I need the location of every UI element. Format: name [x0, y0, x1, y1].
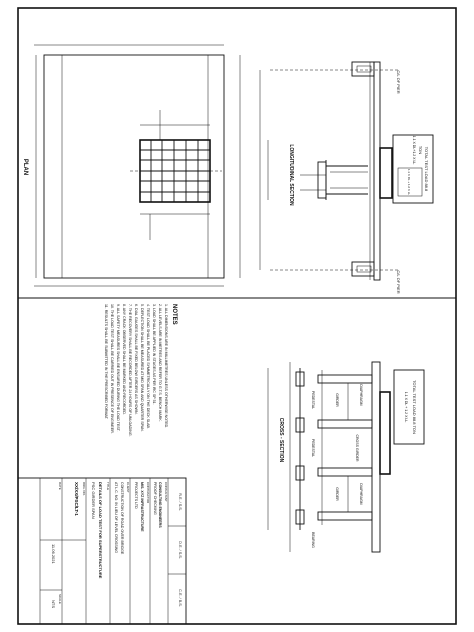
cross-label-girder: GIRDER	[335, 393, 339, 407]
plan-title: PLAN	[22, 159, 28, 175]
consultant-line-2: PROOF CHECKING	[153, 482, 157, 515]
drawing-title-label: TITLE	[106, 482, 110, 490]
contractor-label: CONTRACTOR	[146, 482, 150, 504]
drg-no-label: DRG. NO.	[82, 482, 86, 496]
plan-view: PLAN	[22, 44, 241, 287]
cross-dial-gauges	[295, 368, 305, 530]
load-box-line-1: TOTAL TEST LOAD 88.8	[424, 147, 429, 192]
note-9: 9. ALL SAFETY MEASURES SHALL BE ENSURED …	[116, 304, 120, 432]
rev-cell-1: R.E. / S.S.	[178, 493, 182, 511]
date-label: DATE	[58, 482, 62, 490]
cross-label-pedestal-2: PEDESTAL	[311, 439, 315, 457]
consultant-line-1: CONSULTING ENGINEERS	[158, 482, 162, 528]
consultant-label: CONSULTANT	[164, 482, 168, 502]
dial-gauge-stand	[317, 160, 368, 200]
note-4: 4. TEST LOAD SHALL BE PLACED SYMMETRICAL…	[146, 304, 150, 429]
title-block: R.E. / S.S. D.E. / S.S. C.E. / B.S. CONS…	[17, 477, 187, 625]
pier-cap-top	[351, 61, 375, 77]
load-box-line-3: 1.1 X DL+1.2 X LL	[412, 136, 416, 165]
test-load-block	[379, 147, 393, 199]
cross-label-diaphragm: DIAPHRAGM	[359, 384, 363, 405]
note-2: 2. ALL LEVELS ARE IN METRES AND REFER TO…	[158, 304, 162, 422]
cross-label-diaphragm-2: DIAPHRAGM	[359, 483, 363, 504]
note-6: 6. DIAL GAUGES SHALL BE FIXED BELOW GIRD…	[134, 304, 138, 415]
cross-load-box	[393, 369, 425, 445]
cross-label-pedestal: PEDESTAL	[311, 391, 315, 409]
cross-label-bearing: BEARING	[311, 532, 315, 548]
note-8: 8. ANY CRACK OBSERVED SHALL BE MARKED AN…	[122, 304, 126, 415]
drg-no-value: XX/XX/PSC/LT-1	[74, 482, 79, 516]
note-3: 3. LOAD SHALL BE APPLIED IN STAGES AS PE…	[152, 304, 156, 405]
cross-load-box-line-2: 1.1 X DL + 1.2 X LL	[404, 392, 408, 423]
note-11: 11. RESULTS SHALL BE SUBMITTED IN THE PR…	[104, 304, 108, 420]
drawing-title-line-2: PSC GIRDER SPAN	[91, 482, 96, 519]
note-5: 5. DEFLECTION SHALL BE MEASURED AT MID S…	[140, 304, 144, 432]
girders	[317, 370, 373, 525]
client-label: CLIENT	[126, 482, 130, 493]
scale-label: SCALE	[58, 594, 62, 604]
note-10: 10. THE LOAD TEST SHALL BE CARRIED OUT I…	[110, 304, 114, 434]
pier-cap-bottom-inner	[356, 265, 372, 273]
cross-label-girder-2: GIRDER	[335, 487, 339, 501]
title-block-frame	[17, 477, 187, 625]
longitudinal-section: C/L OF PIER C/L OF PIER TOTAL TEST LOAD …	[259, 61, 434, 294]
notes-title: NOTES	[171, 304, 177, 325]
client-line-1: CONSTRUCTION OF ROAD OVER BRIDGE	[120, 482, 124, 555]
pier-cap-top-inner	[356, 65, 372, 73]
client-line-2: AT L.C. NO. IN LIEU OF LEVEL CROSSING	[114, 482, 118, 553]
note-7: 7. THE RECOVERY SHALL BE RECORDED AFTER …	[128, 304, 132, 437]
notes-block: NOTES 1. ALL DIMENSIONS ARE IN MILLIMETR…	[104, 304, 177, 437]
sheet-border	[17, 7, 457, 625]
girder-deck	[373, 61, 381, 281]
pier-cap-bottom	[351, 261, 375, 277]
cross-label-cross-girder: CROSS GIRDER	[355, 434, 359, 462]
inner-load-box	[397, 167, 423, 197]
contractor-line-1: M/S. XYZ INFRASTRUCTURE	[140, 482, 144, 532]
load-box-line-2: TON	[418, 146, 423, 154]
contractor-line-2: PROJECTS LTD	[134, 482, 138, 509]
cross-section: TOTAL TEST LOAD 88.8 TON 1.1 X DL + 1.2 …	[267, 361, 425, 553]
rev-cell-3: C.E. / B.S.	[178, 589, 182, 607]
cl-pier-top-label: C/L OF PIER	[396, 70, 401, 93]
deck-slab	[371, 361, 381, 553]
longitudinal-title: LONGITUDINAL SECTION	[288, 144, 294, 206]
note-1: 1. ALL DIMENSIONS ARE IN MILLIMETRES UNL…	[164, 304, 168, 428]
scale-value: NTS	[51, 600, 56, 608]
inner-load-box-label: 1.1 X DL + 1.2 X LL	[407, 169, 411, 195]
date-value: 11.06.2021	[51, 544, 56, 564]
plan-outline	[43, 54, 225, 279]
rev-cell-2: D.E. / S.S.	[178, 541, 182, 559]
cross-test-load	[379, 391, 391, 475]
cross-load-box-line-1: TOTAL TEST LOAD 88.8 TON	[412, 380, 417, 434]
cross-section-title: CROSS - SECTION	[278, 418, 284, 463]
cl-pier-bottom-label: C/L OF PIER	[396, 270, 401, 293]
drawing-title-line-1: DETAILS OF LOAD TEST FOR SUPERSTRUCTURE	[98, 482, 103, 579]
load-box	[392, 134, 434, 204]
